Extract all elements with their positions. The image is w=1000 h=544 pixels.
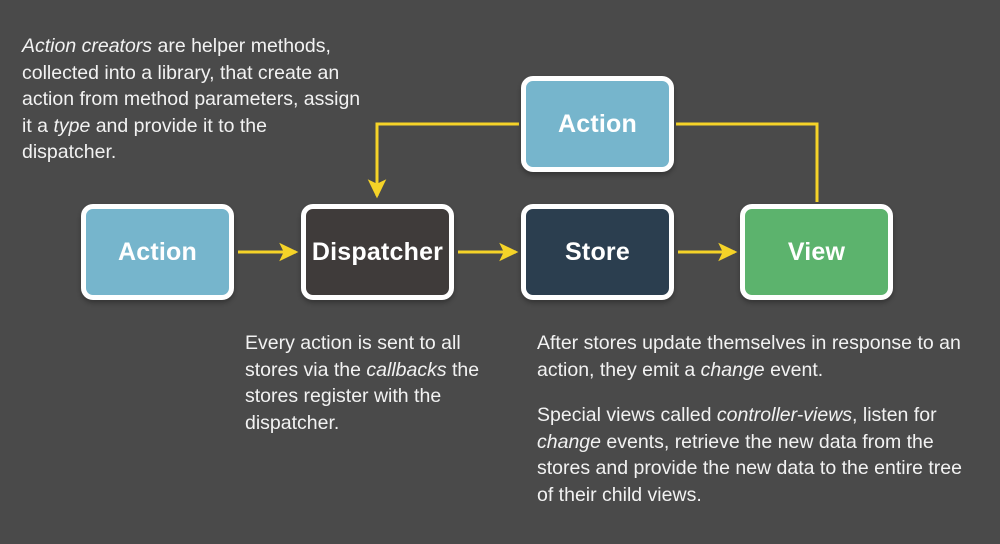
node-dispatcher-label: Dispatcher <box>311 237 444 266</box>
node-dispatcher[interactable]: Dispatcher <box>301 204 454 300</box>
note-stores: After stores update themselves in respon… <box>537 330 977 508</box>
emphasis-type: type <box>53 114 91 137</box>
note-stores-paragraph-2: Special views called controller-views, l… <box>537 404 962 506</box>
note-action-creators: Action creators are helper methods, coll… <box>22 33 362 166</box>
arrow-action-top-to-dispatcher <box>367 122 519 199</box>
node-view[interactable]: View <box>740 204 893 300</box>
node-action-left-label: Action <box>118 237 197 266</box>
emphasis-change-1: change <box>700 358 765 381</box>
emphasis-change-2: change <box>537 430 601 453</box>
note-stores-paragraph-1: After stores update themselves in respon… <box>537 332 961 381</box>
note-action-creators-paragraph: Action creators are helper methods, coll… <box>22 35 361 163</box>
node-view-label: View <box>787 237 846 266</box>
node-action-top-label: Action <box>558 109 637 138</box>
node-action-top[interactable]: Action <box>521 76 674 172</box>
node-action-left[interactable]: Action <box>81 204 234 300</box>
emphasis-action-creators: Action creators <box>22 35 153 57</box>
emphasis-callbacks: callbacks <box>366 358 447 381</box>
node-store[interactable]: Store <box>521 204 674 300</box>
note-dispatcher-paragraph: Every action is sent to all stores via t… <box>245 332 480 434</box>
emphasis-controller-views: controller-views <box>716 404 853 426</box>
node-store-label: Store <box>565 237 630 266</box>
note-dispatcher: Every action is sent to all stores via t… <box>245 330 513 436</box>
arrow-view-to-action-top <box>676 122 819 202</box>
